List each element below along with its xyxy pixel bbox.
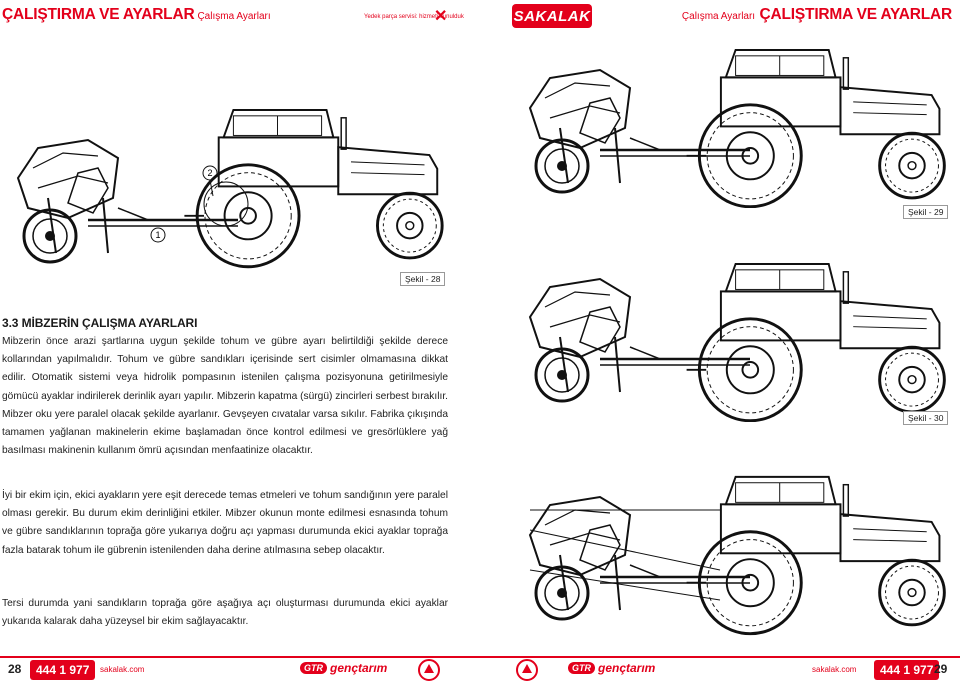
brand-name-left: gençtarım [330, 661, 388, 675]
paragraph-1: Mibzerin önce arazi şartlarına uygun şek… [2, 336, 448, 457]
figure-28: 1 2 [8, 108, 448, 278]
brand-gtr-right: GTR [568, 662, 595, 674]
page-number-left: 28 [8, 662, 22, 676]
figure-30-drawing [528, 262, 946, 422]
header-right-subtitle: Çalışma Ayarları [681, 11, 756, 22]
header-left-subtitle: Çalışma Ayarları [197, 11, 271, 22]
figure-28-label: Şekil - 28 [400, 272, 446, 286]
brand-gtr-left: GTR [300, 662, 327, 674]
website-right: sakalak.com [812, 665, 857, 674]
figure-31-drawing [528, 475, 946, 636]
header-tagline: Yedek parça servisi: hizmeti sunulduk [364, 14, 464, 20]
brand-name-right: gençtarım [598, 661, 656, 675]
figure-29-drawing [528, 48, 946, 208]
figure-28-callout-2: 2 [207, 168, 212, 178]
figure-29-label: Şekil - 29 [903, 205, 949, 219]
phone-badge-left: 444 1 977 [30, 660, 96, 680]
figure-28-callout-1: 1 [155, 230, 160, 240]
section-title: 3.3 MİBZERİN ÇALIŞMA AYARLARI [2, 316, 198, 330]
footer-divider [0, 656, 960, 658]
phone-badge-right: 444 1 977 [874, 660, 940, 680]
header-right-title: ÇALIŞTIRMA VE AYARLAR [759, 6, 953, 23]
header-left-title: ÇALIŞTIRMA VE AYARLAR [2, 6, 195, 23]
footer: 28 444 1 977 sakalak.com GTR gençtarım G… [0, 656, 960, 684]
brand-right: GTR gençtarım [568, 661, 655, 675]
figure-30-label: Şekil - 30 [903, 411, 949, 425]
emblem-icon [516, 659, 538, 681]
paragraph-2: İyi bir ekim için, ekici ayakların yere … [2, 490, 448, 556]
header-right: Çalışma Ayarları ÇALIŞTIRMA VE AYARLAR [679, 6, 952, 24]
brand-left: GTR gençtarım [300, 661, 387, 675]
sakalak-logo: SAKALAK [512, 4, 592, 28]
close-x-icon: ✕ [434, 8, 448, 25]
figure-31 [520, 470, 960, 640]
website-left: sakalak.com [100, 665, 145, 674]
figure-29 [520, 48, 960, 208]
page-number-right: 29 [934, 662, 948, 676]
emblem-icon [418, 659, 440, 681]
figure-28-drawing: 1 2 [16, 108, 444, 269]
paragraph-3: Tersi durumda yani sandıkların toprağa g… [2, 598, 448, 628]
figure-30 [520, 262, 960, 422]
logo-text: SAKALAK [513, 7, 591, 25]
